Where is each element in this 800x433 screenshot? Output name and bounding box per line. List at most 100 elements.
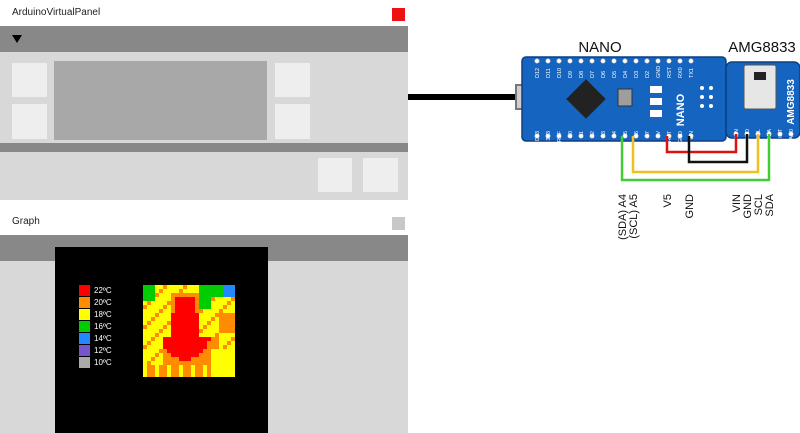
sensor-title: AMG8833 — [728, 39, 796, 56]
heatmap-cell — [151, 309, 156, 314]
heatmap-cell — [183, 337, 188, 342]
panel-title-bar: ArduinoVirtualPanel — [0, 0, 408, 26]
heatmap-cell — [179, 309, 184, 314]
panel-button-bottom-1[interactable] — [318, 158, 352, 192]
heatmap-cell — [167, 357, 172, 362]
heatmap-cell — [227, 361, 232, 366]
heatmap-cell — [207, 333, 212, 338]
heatmap-cell — [167, 317, 172, 322]
heatmap-cell — [231, 369, 235, 374]
heatmap-cell — [147, 329, 152, 334]
panel-button-bottom-2[interactable] — [363, 158, 398, 192]
panel-button-left-bottom[interactable] — [12, 104, 47, 139]
heatmap-cell — [223, 305, 228, 310]
heatmap-cell — [167, 349, 172, 354]
pin-label: TX1 — [689, 68, 695, 78]
heatmap-cell — [231, 293, 235, 298]
heatmap-cell — [147, 341, 152, 346]
pin-hole — [655, 133, 661, 139]
heatmap-cell — [167, 353, 172, 358]
heatmap-cell — [155, 297, 160, 302]
pin-label: D4 — [623, 71, 629, 78]
heatmap-cell — [179, 301, 184, 306]
panel-button-right-top[interactable] — [275, 63, 310, 97]
heatmap-cell — [227, 317, 232, 322]
legend-swatch — [79, 321, 90, 332]
heatmap-cell — [231, 345, 235, 350]
heatmap-cell — [163, 297, 168, 302]
heatmap-cell — [211, 333, 216, 338]
heatmap-cell — [159, 349, 164, 354]
dropdown-triangle-icon[interactable] — [12, 35, 22, 43]
heatmap-cell — [167, 341, 172, 346]
pin-hole — [611, 133, 617, 139]
heatmap-cell — [171, 325, 176, 330]
pin-label: D11 — [546, 68, 552, 78]
pin-hole — [567, 133, 573, 139]
heatmap-cell — [183, 357, 188, 362]
heatmap-cell — [211, 321, 216, 326]
pin-hole — [545, 58, 551, 64]
heatmap-cell — [155, 365, 160, 370]
heatmap-cell — [147, 361, 152, 366]
nano-microcontroller — [566, 79, 606, 119]
heatmap-cell — [231, 365, 235, 370]
heatmap-cell — [215, 321, 220, 326]
heatmap-cell — [183, 313, 188, 318]
heatmap-cell — [175, 337, 180, 342]
sensor-module — [743, 64, 777, 110]
heatmap-cell — [223, 297, 228, 302]
heatmap-cell — [175, 305, 180, 310]
heatmap-cell — [175, 301, 180, 306]
heatmap-cell — [147, 321, 152, 326]
heatmap-cell — [163, 305, 168, 310]
heatmap-cell — [215, 301, 220, 306]
wire-label-left: (SCL) A5 — [628, 194, 640, 239]
heatmap-cell — [151, 317, 156, 322]
heatmap-cell — [191, 333, 196, 338]
heatmap-cell — [175, 365, 180, 370]
heatmap-cell — [171, 345, 176, 350]
icsp-hole — [709, 86, 713, 90]
heatmap-cell — [227, 297, 232, 302]
heatmap-cell — [211, 369, 216, 374]
heatmap-cell — [143, 353, 148, 358]
heatmap-cell — [155, 369, 160, 374]
heatmap-cell — [179, 373, 184, 377]
panel-button-left-top[interactable] — [12, 63, 47, 97]
heatmap-cell — [211, 337, 216, 342]
icsp-hole — [700, 95, 704, 99]
pin-hole — [677, 133, 683, 139]
heatmap-cell — [195, 285, 200, 290]
heatmap-cell — [223, 361, 228, 366]
heatmap-cell — [183, 289, 188, 294]
pin-label: D13 — [535, 131, 541, 141]
icsp-hole — [700, 86, 704, 90]
heatmap-cell — [191, 325, 196, 330]
heatmap-cell — [163, 341, 168, 346]
heatmap-cell — [207, 357, 212, 362]
legend-swatch — [79, 333, 90, 344]
heatmap-cell — [163, 345, 168, 350]
heatmap-cell — [227, 365, 232, 370]
heatmap-cell — [215, 289, 220, 294]
panel-title: ArduinoVirtualPanel — [12, 7, 101, 18]
heatmap-cell — [219, 357, 224, 362]
pin-hole — [534, 133, 540, 139]
heatmap-cell — [163, 333, 168, 338]
panel-button-right-bottom[interactable] — [275, 104, 310, 139]
heatmap-cell — [151, 365, 156, 370]
heatmap-cell — [151, 337, 156, 342]
heatmap-cell — [159, 309, 164, 314]
virtual-panel: ArduinoVirtualPanel — [0, 0, 408, 200]
heatmap-cell — [219, 321, 224, 326]
heatmap-cell — [155, 293, 160, 298]
heatmap-cell — [175, 309, 180, 314]
heatmap-cell — [147, 285, 152, 290]
pin-label: D7 — [590, 71, 596, 78]
heatmap-cell — [151, 293, 156, 298]
pin-label: D12 — [535, 68, 541, 78]
